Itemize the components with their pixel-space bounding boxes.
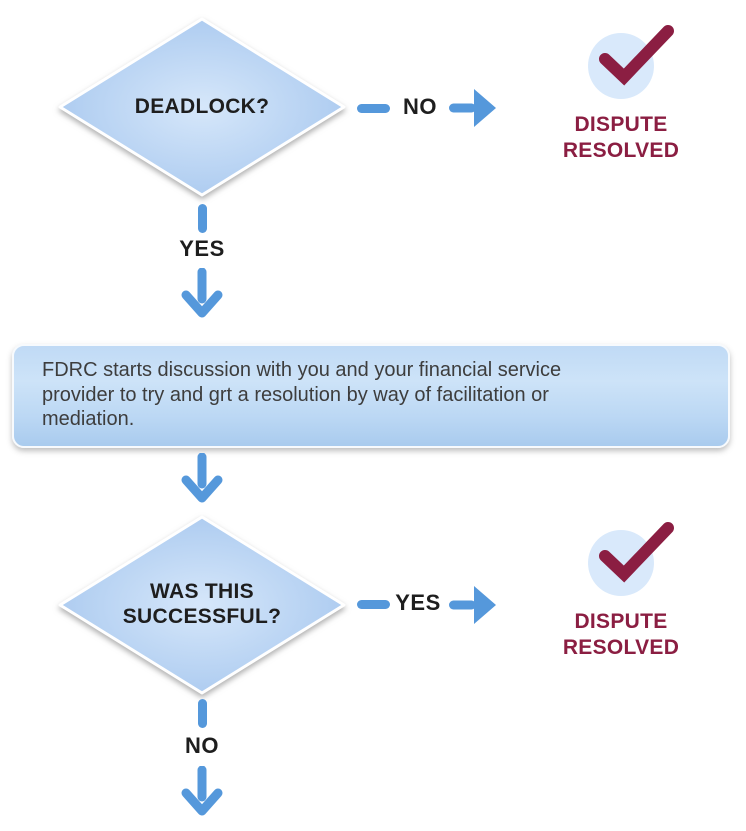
arrow-down-icon — [181, 453, 223, 503]
connector-dash-yes-1 — [198, 204, 207, 233]
arrow-right-icon — [449, 89, 496, 127]
checkmark-icon — [599, 25, 674, 86]
yes-label-2: YES — [395, 590, 441, 615]
process-text: FDRC starts discussion with you and your… — [42, 359, 562, 430]
decision-1-label-wrap: DEADLOCK? — [56, 15, 348, 199]
no-label-2: NO — [185, 733, 219, 758]
decision-diamond-1 — [58, 17, 346, 197]
yes-label-1: YES — [179, 236, 225, 261]
process-box: FDRC starts discussion with you and your… — [12, 344, 730, 448]
connector-dash-no-2 — [198, 699, 207, 728]
checkmark-icon — [599, 522, 674, 583]
resolved-2-label: DISPUTE RESOLVED — [562, 610, 680, 660]
decision-diamond-2 — [58, 515, 346, 695]
arrow-down-icon — [181, 268, 223, 318]
arrow-right-icon — [449, 586, 496, 624]
connector-dash-yes-2 — [357, 600, 390, 609]
decision-2-label-wrap: WAS THIS SUCCESSFUL? — [56, 513, 348, 697]
resolved-1-label: DISPUTE RESOLVED — [562, 113, 680, 163]
arrow-down-icon — [181, 766, 223, 816]
no-label-1: NO — [403, 94, 437, 119]
decision-2-label: WAS THIS SUCCESSFUL? — [122, 580, 282, 628]
decision-1-label: DEADLOCK? — [134, 94, 270, 118]
connector-dash-no-1 — [357, 104, 390, 113]
